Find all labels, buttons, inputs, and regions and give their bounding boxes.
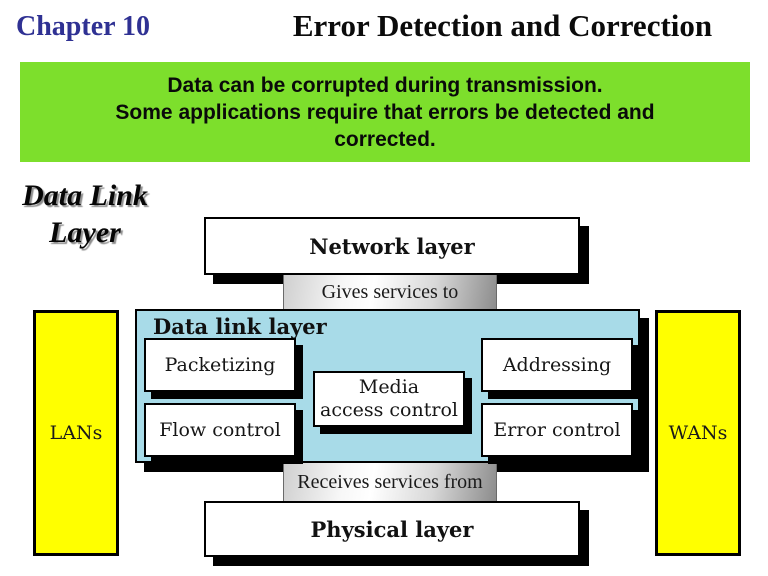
receives-services-bar: Receives services from: [283, 462, 497, 503]
packetizing-box: Packetizing: [144, 338, 296, 392]
section-heading-line: Data Link: [22, 179, 148, 212]
lans-label: LANs: [49, 422, 103, 444]
media-access-control-label-line: Media: [358, 376, 420, 398]
note-line: Some applications require that errors be…: [115, 100, 655, 124]
wans-box: WANs: [655, 310, 741, 556]
note-line: corrected.: [334, 127, 436, 151]
section-heading-line: Layer: [49, 216, 121, 249]
error-control-box: Error control: [481, 403, 633, 457]
section-heading: Data Link Layer: [4, 177, 166, 251]
lans-box: LANs: [33, 310, 119, 556]
media-access-control-label-line: access control: [320, 399, 458, 421]
physical-layer-label: Physical layer: [310, 516, 474, 542]
data-link-layer-label: Data link layer: [153, 314, 327, 339]
media-access-control-box: Media access control: [313, 371, 465, 427]
addressing-label: Addressing: [502, 353, 612, 376]
wans-label: WANs: [668, 422, 728, 444]
slide-title: Error Detection and Correction: [292, 8, 713, 43]
receives-services-label: Receives services from: [297, 471, 483, 493]
gives-services-bar: Gives services to: [283, 273, 497, 312]
network-layer-label: Network layer: [309, 233, 475, 259]
error-control-label: Error control: [493, 418, 621, 441]
flow-control-box: Flow control: [144, 403, 296, 457]
note-banner: Data can be corrupted during transmissio…: [20, 62, 750, 162]
gives-services-label: Gives services to: [321, 281, 459, 303]
addressing-box: Addressing: [481, 338, 633, 392]
physical-layer-box: Physical layer: [204, 501, 580, 557]
flow-control-label: Flow control: [159, 418, 281, 441]
packetizing-label: Packetizing: [164, 353, 276, 376]
chapter-label: Chapter 10: [16, 11, 151, 42]
network-layer-box: Network layer: [204, 217, 580, 275]
note-line: Data can be corrupted during transmissio…: [167, 73, 603, 97]
